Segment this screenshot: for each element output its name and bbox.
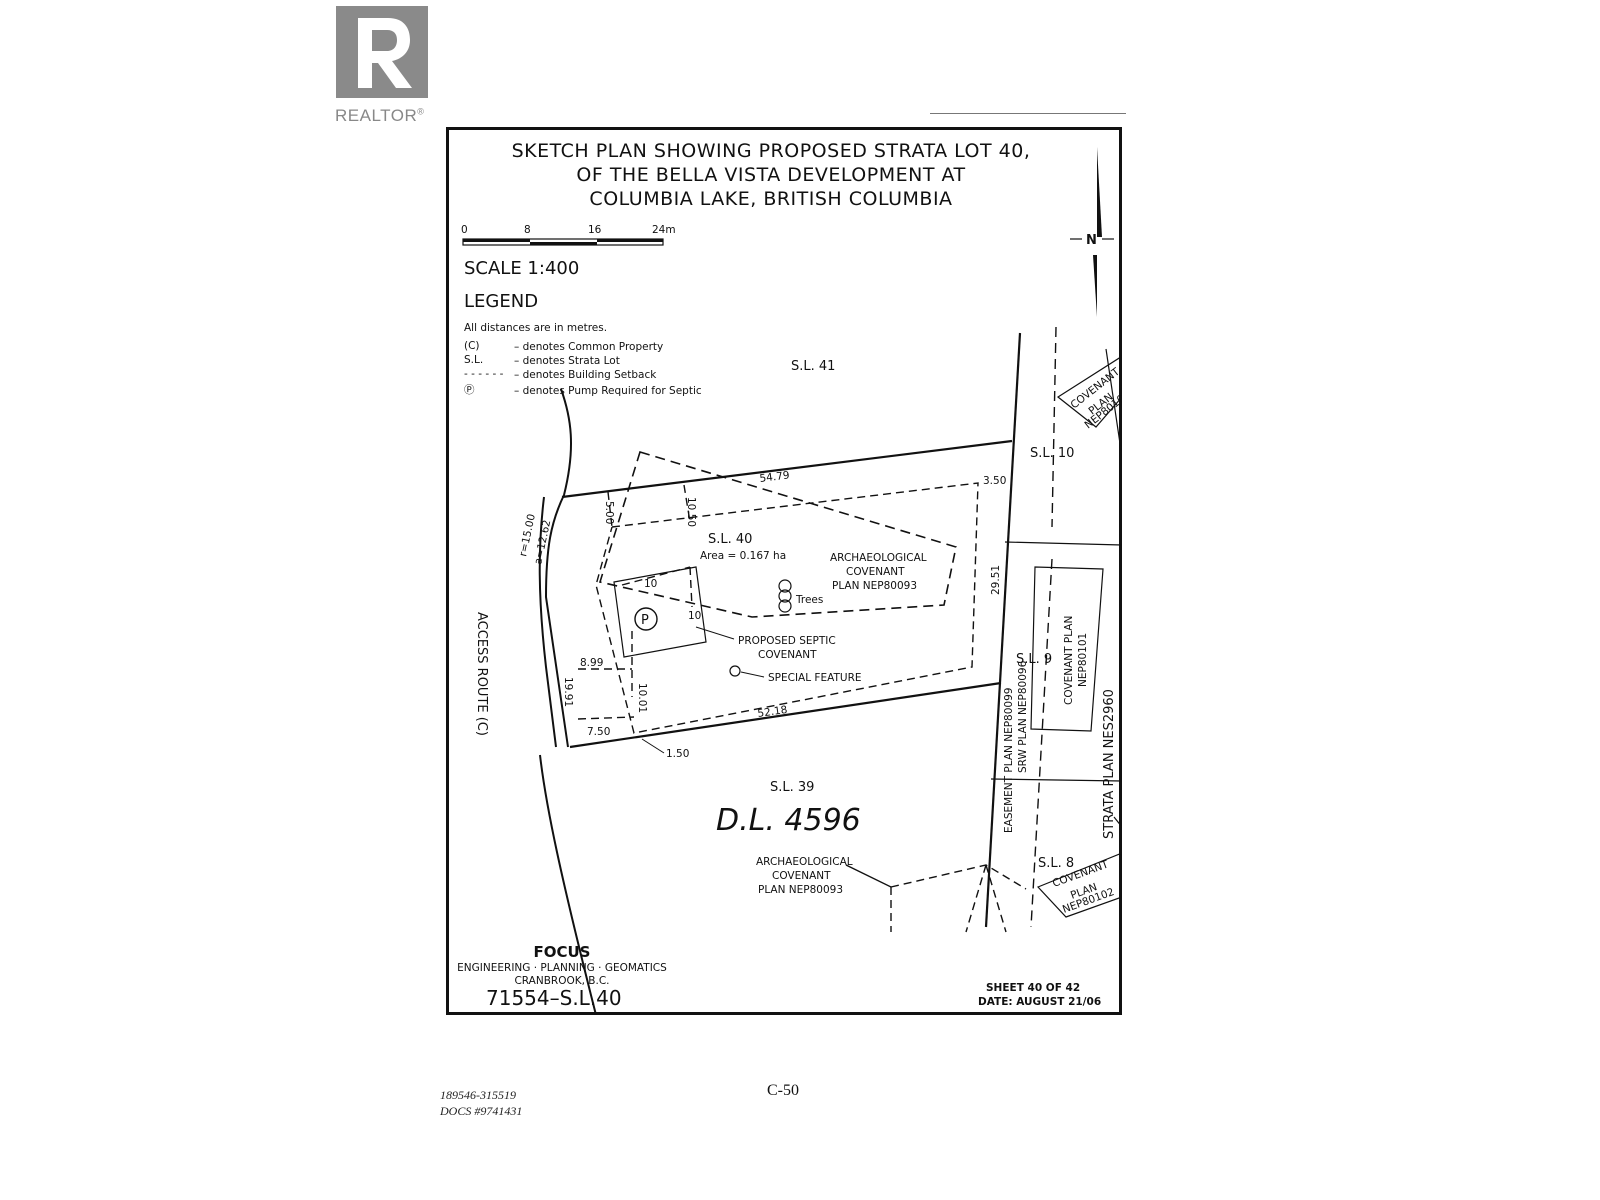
- dim-1-50: 1.50: [666, 748, 689, 760]
- special-feature-label: SPECIAL FEATURE: [768, 672, 862, 684]
- realtor-wordmark: REALTOR: [335, 106, 418, 125]
- title-line-2: OF THE BELLA VISTA DEVELOPMENT AT: [576, 164, 965, 186]
- legend-symbol-common: (C): [464, 340, 480, 352]
- title-line-3: COLUMBIA LAKE, BRITISH COLUMBIA: [589, 188, 952, 210]
- registered-mark: ®: [417, 106, 425, 117]
- district-lot: D.L. 4596: [716, 803, 861, 838]
- sketch-plan: SKETCH PLAN SHOWING PROPOSED STRATA LOT …: [457, 140, 1122, 1015]
- firm-location: CRANBROOK, B.C.: [514, 975, 609, 987]
- scale-tick-24: 24m: [652, 224, 676, 236]
- scale-text: SCALE 1:400: [464, 258, 579, 279]
- drawing-number: 71554–S.L.40: [486, 986, 622, 1010]
- dim-10-a: 10: [644, 578, 657, 590]
- dim-3-50: 3.50: [983, 475, 1006, 487]
- dim-54-79: 54.79: [759, 469, 790, 485]
- legend-text-common: – denotes Common Property: [514, 341, 663, 353]
- legend-symbol-setback: - - - - - -: [464, 368, 504, 380]
- dim-10-50: 10.50: [685, 497, 697, 527]
- covenant-mid-line2: NEP80101: [1077, 633, 1089, 687]
- dim-10-b: 10: [688, 610, 701, 622]
- arch-covenant-1-line3: PLAN NEP80093: [832, 580, 917, 592]
- scale-tick-16: 16: [588, 224, 602, 236]
- arch-covenant-1-line2: COVENANT: [846, 566, 905, 578]
- septic-covenant-area: [613, 566, 707, 658]
- special-feature-icon: [729, 665, 741, 677]
- dim-10-01: 10.01: [636, 683, 648, 713]
- scale-bar: 0 8 16 24m: [461, 224, 676, 246]
- dim-7-50: 7.50: [587, 726, 610, 738]
- legend-symbol-pump: Ⓟ: [464, 384, 475, 396]
- doc-id: 189546-315519: [440, 1088, 516, 1102]
- lot-sl10: S.L. 10: [1030, 446, 1074, 461]
- septic-label-1: PROPOSED SEPTIC: [738, 635, 836, 647]
- dim-5-00: 5.00: [603, 501, 615, 524]
- realtor-logo: REALTOR®: [335, 6, 436, 126]
- covenant-mid-line1: COVENANT PLAN: [1063, 616, 1075, 705]
- plan-date: DATE: AUGUST 21/06: [978, 996, 1101, 1008]
- archaeological-covenant-area: [598, 451, 957, 618]
- easement-label: EASEMENT PLAN NEP80099: [1003, 688, 1015, 833]
- arch-covenant-1-line1: ARCHAEOLOGICAL: [830, 552, 927, 564]
- legend-text-strata: – denotes Strata Lot: [514, 355, 620, 367]
- lot-sl8: S.L. 8: [1038, 856, 1074, 871]
- firm-name: FOCUS: [534, 943, 591, 961]
- pump-label: P: [641, 613, 649, 628]
- page-number: C-50: [767, 1082, 799, 1099]
- title-line-1: SKETCH PLAN SHOWING PROPOSED STRATA LOT …: [512, 140, 1031, 162]
- sheet-number: SHEET 40 OF 42: [986, 982, 1080, 994]
- legend-title: LEGEND: [464, 291, 538, 312]
- scale-tick-0: 0: [461, 224, 468, 236]
- legend-note: All distances are in metres.: [464, 322, 607, 334]
- legend-symbol-strata: S.L.: [464, 354, 483, 366]
- dim-8-99: 8.99: [580, 657, 603, 669]
- special-feature-leader: [740, 671, 765, 678]
- north-arrow-icon: N: [1070, 147, 1114, 317]
- dim-52-18: 52.18: [757, 704, 788, 720]
- legend-text-setback: – denotes Building Setback: [514, 369, 657, 381]
- north-label: N: [1086, 233, 1097, 248]
- dim-1-50-leader: [641, 738, 665, 754]
- legend-text-pump: – denotes Pump Required for Septic: [514, 385, 702, 397]
- realtor-r-icon: [336, 6, 428, 98]
- arch-covenant-2-area: [845, 864, 1027, 933]
- plan-frame: [446, 127, 1122, 1015]
- septic-leader: [695, 626, 735, 640]
- firm-services: ENGINEERING · PLANNING · GEOMATICS: [457, 962, 667, 974]
- lot-sl39: S.L. 39: [770, 780, 814, 795]
- septic-label-2: COVENANT: [758, 649, 817, 661]
- scale-tick-8: 8: [524, 224, 531, 236]
- lot-sl41: S.L. 41: [791, 359, 835, 374]
- trees-icon: [778, 579, 792, 613]
- pump-icon: P: [634, 607, 658, 631]
- access-route-label: ACCESS ROUTE (C): [474, 612, 489, 736]
- right-parcels: [990, 326, 1122, 928]
- arch-covenant-2-line2: COVENANT: [772, 870, 831, 882]
- lot-sl40: S.L. 40: [708, 532, 752, 547]
- lot-sl9: S.L. 9: [1016, 652, 1052, 667]
- srw-label: SRW PLAN NEP80096: [1017, 660, 1029, 773]
- lot-sl40-area: Area = 0.167 ha: [700, 550, 786, 562]
- strata-lot-40-boundary: [561, 332, 1022, 928]
- dim-29-51: 29.51: [990, 565, 1002, 595]
- strata-plan-label: STRATA PLAN NES2960: [1102, 689, 1117, 839]
- header-rule: [930, 113, 1126, 114]
- docs-number: DOCS #9741431: [440, 1104, 523, 1118]
- access-route-boundary: [538, 388, 597, 1015]
- dim-19-91: 19.91: [562, 677, 574, 707]
- arch-covenant-2-line1: ARCHAEOLOGICAL: [756, 856, 853, 868]
- arch-covenant-2-line3: PLAN NEP80093: [758, 884, 843, 896]
- trees-label: Trees: [795, 594, 823, 606]
